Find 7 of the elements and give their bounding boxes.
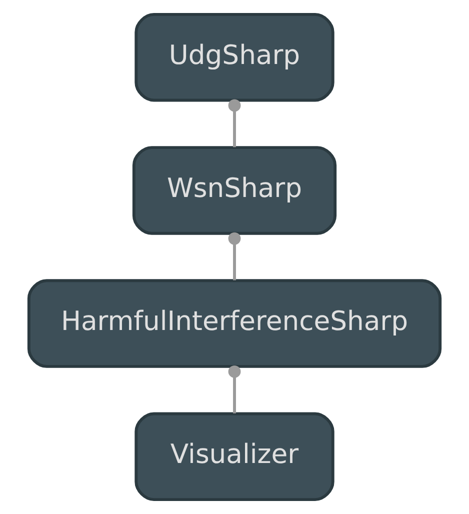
connector	[228, 232, 241, 280]
connector	[228, 365, 241, 414]
node-box: HarmfulInterferenceSharp	[27, 279, 442, 368]
node-box: WsnSharp	[132, 146, 337, 235]
node-box: Visualizer	[134, 412, 334, 502]
connector	[228, 99, 241, 148]
node-box: UdgSharp	[134, 12, 334, 102]
